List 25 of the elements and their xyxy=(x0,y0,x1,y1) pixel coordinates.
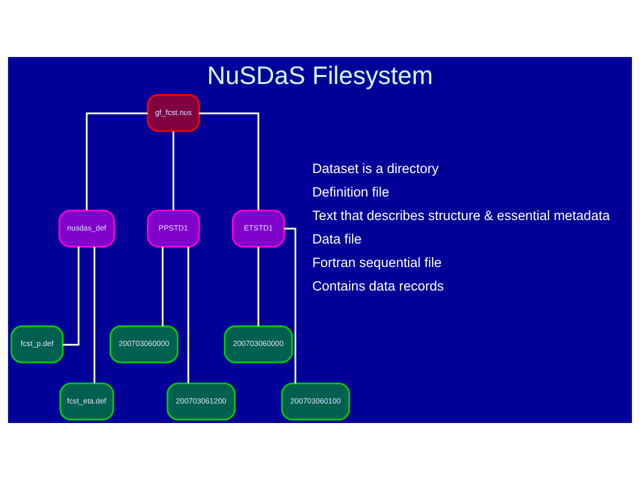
node-box: 200703061200 xyxy=(166,382,236,420)
label: Definition file xyxy=(312,184,390,200)
node-box: 200703060000 xyxy=(109,325,178,364)
connector xyxy=(86,112,148,210)
node-box: 200703060000 xyxy=(224,325,293,364)
connector xyxy=(162,246,164,326)
connector xyxy=(199,112,260,210)
connector xyxy=(258,246,260,326)
node-box: gf_fcst.nus xyxy=(146,94,200,132)
node-box: 200703060100 xyxy=(281,382,350,420)
label: Text that describes structure & essential metadata xyxy=(312,208,610,224)
diagram-title: NuSDaS Filesystem xyxy=(207,62,433,90)
node-box: fcst_p.def xyxy=(10,325,64,364)
node-box: PPSTD1 xyxy=(146,210,200,248)
label: Fortran sequential file xyxy=(312,255,442,270)
node-box: nusdas_def xyxy=(58,210,115,248)
connector xyxy=(94,246,96,384)
label: Dataset is a directory xyxy=(312,160,439,176)
label: Contains data records xyxy=(312,278,444,294)
connector xyxy=(172,131,174,210)
node-box: ETSTD1 xyxy=(232,210,285,248)
connector xyxy=(284,228,296,384)
connector xyxy=(187,246,190,384)
label: Data file xyxy=(312,232,362,247)
node-box: fcst_eta.def xyxy=(59,382,114,420)
